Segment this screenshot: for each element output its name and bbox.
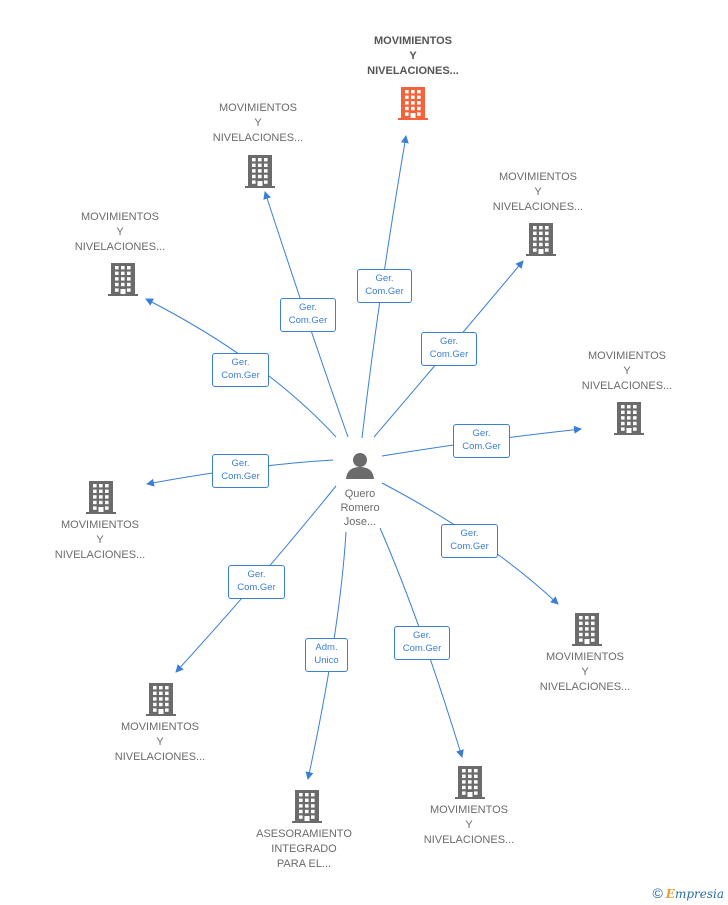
building-icon[interactable] <box>245 155 275 188</box>
building-icon[interactable] <box>292 790 322 823</box>
building-icon[interactable] <box>86 481 116 514</box>
edge-role-label: Ger. Com.Ger <box>453 424 510 458</box>
company-node-label[interactable]: MOVIMIENTOS Y NIVELACIONES... <box>54 519 146 561</box>
company-node-label[interactable]: MOVIMIENTOS Y NIVELACIONES... <box>423 804 515 846</box>
edge-role-label: Ger. Com.Ger <box>357 269 412 303</box>
company-node-label[interactable]: MOVIMIENTOS Y NIVELACIONES... <box>74 211 166 253</box>
edge-role-label: Adm. Unico <box>305 638 348 672</box>
footer-brand: ©Empresia <box>652 885 724 901</box>
edge-role-label: Ger. Com.Ger <box>421 332 477 366</box>
building-icon[interactable] <box>146 683 176 716</box>
company-node-label[interactable]: ASESORAMIENTO INTEGRADO PARA EL... <box>256 828 352 870</box>
brand-name: mpresia <box>674 887 724 901</box>
building-icon[interactable] <box>398 87 428 120</box>
company-node-label[interactable]: MOVIMIENTOS Y NIVELACIONES... <box>212 102 304 144</box>
icons-layer <box>86 87 644 823</box>
building-icon[interactable] <box>572 613 602 646</box>
edge-role-label: Ger. Com.Ger <box>212 353 269 387</box>
edge-role-label: Ger. Com.Ger <box>212 454 269 488</box>
building-icon[interactable] <box>614 402 644 435</box>
company-node-label[interactable]: MOVIMIENTOS Y NIVELACIONES... <box>492 171 584 213</box>
building-icon[interactable] <box>108 263 138 296</box>
company-node-label[interactable]: MOVIMIENTOS Y NIVELACIONES... <box>539 651 631 693</box>
person-name-label[interactable]: Quero Romero Jose... <box>340 488 380 528</box>
edge-role-label: Ger. Com.Ger <box>280 298 336 332</box>
company-node-label[interactable]: MOVIMIENTOS Y NIVELACIONES... <box>367 35 459 77</box>
brand-initial: E <box>665 887 675 901</box>
company-node-label[interactable]: MOVIMIENTOS Y NIVELACIONES... <box>114 721 206 763</box>
building-icon[interactable] <box>526 223 556 256</box>
edge-role-label: Ger. Com.Ger <box>394 626 450 660</box>
person-icon[interactable] <box>346 453 374 479</box>
edge-role-label: Ger. Com.Ger <box>228 565 285 599</box>
building-icon[interactable] <box>455 766 485 799</box>
company-node-label[interactable]: MOVIMIENTOS Y NIVELACIONES... <box>581 350 673 392</box>
edge-role-label: Ger. Com.Ger <box>441 524 498 558</box>
copyright-icon: © <box>652 885 663 901</box>
